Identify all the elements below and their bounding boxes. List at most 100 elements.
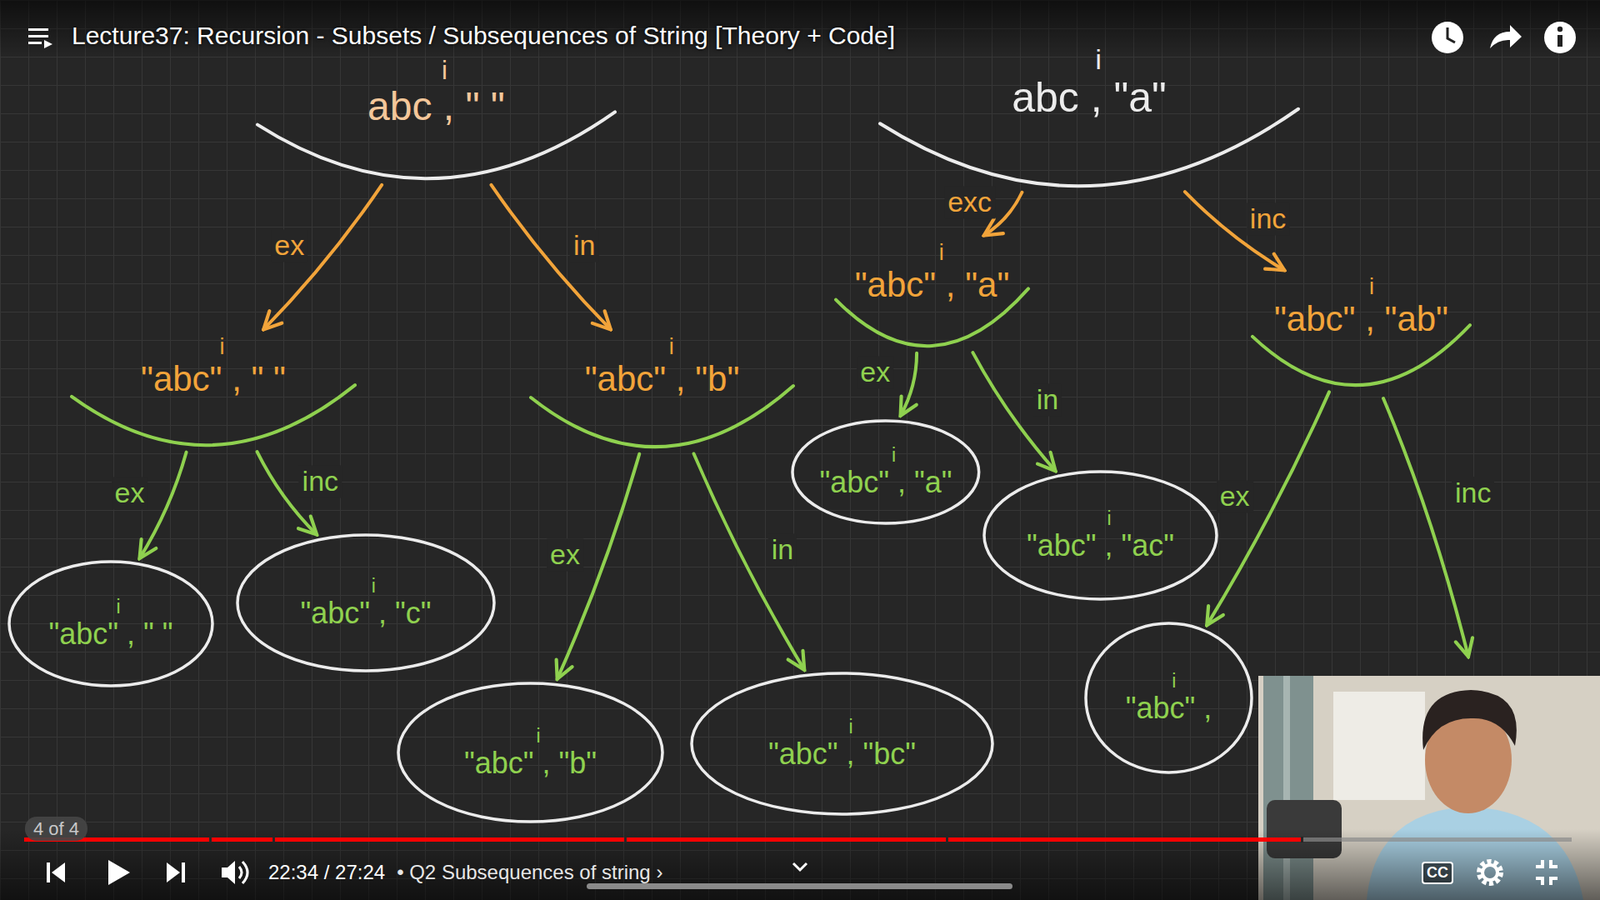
ellipse-outline [790,418,982,526]
edge-label: inc [1246,203,1290,236]
graphic-part [1544,21,1576,54]
bowl-arc [1250,273,1473,389]
graphic-part [1535,860,1543,867]
scroll-handle [586,883,1013,890]
index-marker: i [464,725,597,747]
index-marker: i [48,596,173,618]
index-marker: i [367,56,505,85]
bowl-arc [255,55,618,182]
top-shade [0,0,1600,59]
graphic-part [1431,21,1464,54]
bowl-node: i"abc" , " " [69,333,358,449]
graphic-part [209,836,212,843]
graphic-part [1447,27,1455,43]
bowl-curve [1252,325,1470,385]
graphic-part [1482,865,1498,880]
node-text-group: i"abc" , [1125,670,1213,725]
circle-stroke [398,683,663,822]
graphic-part [239,866,242,879]
index-marker: i [585,335,740,360]
edge-label: ex [270,229,308,262]
recursion-arrow [984,192,1023,236]
edge-label: exc [944,185,995,219]
graphic-part [51,862,65,883]
node-text: "abc" , "a" [855,265,1010,305]
playlist-position: 4 of 4 [25,816,88,841]
index-marker: i [300,575,431,597]
recursion-arrow [263,185,382,330]
node-text-group: i"abc" , "c" [300,575,431,630]
circled-node: i"abc" , "a" [790,418,982,526]
index-marker: i [1026,508,1175,530]
webcam-person-hair [1422,690,1517,750]
node-text: "abc" , "ab" [1274,300,1449,339]
node-text-group: i"abc" , "bc" [768,716,916,771]
bottom-shade [0,829,1600,900]
edge-label: in [1033,384,1062,417]
node-text-group: i"abc" , "ab" [1274,273,1449,339]
circled-node: i"abc" , [1083,620,1255,775]
ellipse-outline [689,670,995,817]
recursion-arrow [972,352,1055,471]
graphic-part [272,836,275,843]
index-marker: i [768,716,916,738]
bowl-curve [880,109,1299,186]
graphic-part [624,836,627,843]
chapter-chevron [793,863,807,870]
node-text: "abc" , "ac" [1026,529,1175,563]
graphic-part [28,28,49,31]
bowl-curve [71,385,355,445]
captions-button: CC [1421,861,1454,885]
graphic-part [221,860,235,885]
bowl-arc [877,43,1301,190]
node-text-group: iabc , " " [367,55,505,130]
edge-label: ex [111,477,149,510]
bowl-arc [528,333,796,450]
bowl-curve [257,111,615,179]
node-text: "abc" , "a" [819,465,952,500]
ellipse-outline [395,680,665,825]
node-text: "abc" , "c" [300,596,431,630]
ellipse-outline [6,559,215,689]
graphic-part [242,861,248,884]
node-text: abc , " " [367,85,505,130]
node-text-group: i"abc" , " " [140,333,286,399]
recursion-arrow [257,451,318,535]
node-text-group: i"abc" , "a" [819,445,952,500]
node-text-group: iabc , "a" [1011,43,1167,121]
playlist-icon [28,28,53,49]
bowl-curve [835,288,1029,346]
index-marker: i [140,335,286,360]
index-marker: i [1125,670,1213,692]
circled-node: i"abc" , "ac" [981,469,1220,602]
circle-stroke [9,561,213,686]
recursion-arrow [1206,391,1330,625]
bowl-arc [69,333,358,449]
node-text-group: i"abc" , "a" [855,239,1010,305]
node-text-group: i"abc" , "b" [585,333,740,399]
index-marker: i [819,445,952,466]
node-text: "abc" , " " [48,617,173,651]
recursion-arrow [900,353,917,416]
edge-label: in [570,229,599,262]
circle-stroke [691,673,993,815]
graphic-part [1535,878,1543,885]
exit-fullscreen-button [1535,860,1558,885]
bowl-node: i"abc" , "b" [528,333,796,450]
index-marker: i [855,240,1010,266]
progress-played [24,837,1301,842]
node-text: "abc" , " " [140,360,286,399]
node-text: "abc" , "bc" [768,737,916,771]
recursion-arrow [694,453,805,670]
next-button [166,862,185,883]
recursion-arrow [139,452,186,560]
edge-label: ex [546,538,584,571]
node-text: "abc" , [1125,691,1213,725]
bowl-node: i"abc" , "a" [833,239,1031,350]
bowl-node: iabc , " " [255,55,618,182]
bowl-node: i"abc" , "ab" [1250,273,1473,389]
